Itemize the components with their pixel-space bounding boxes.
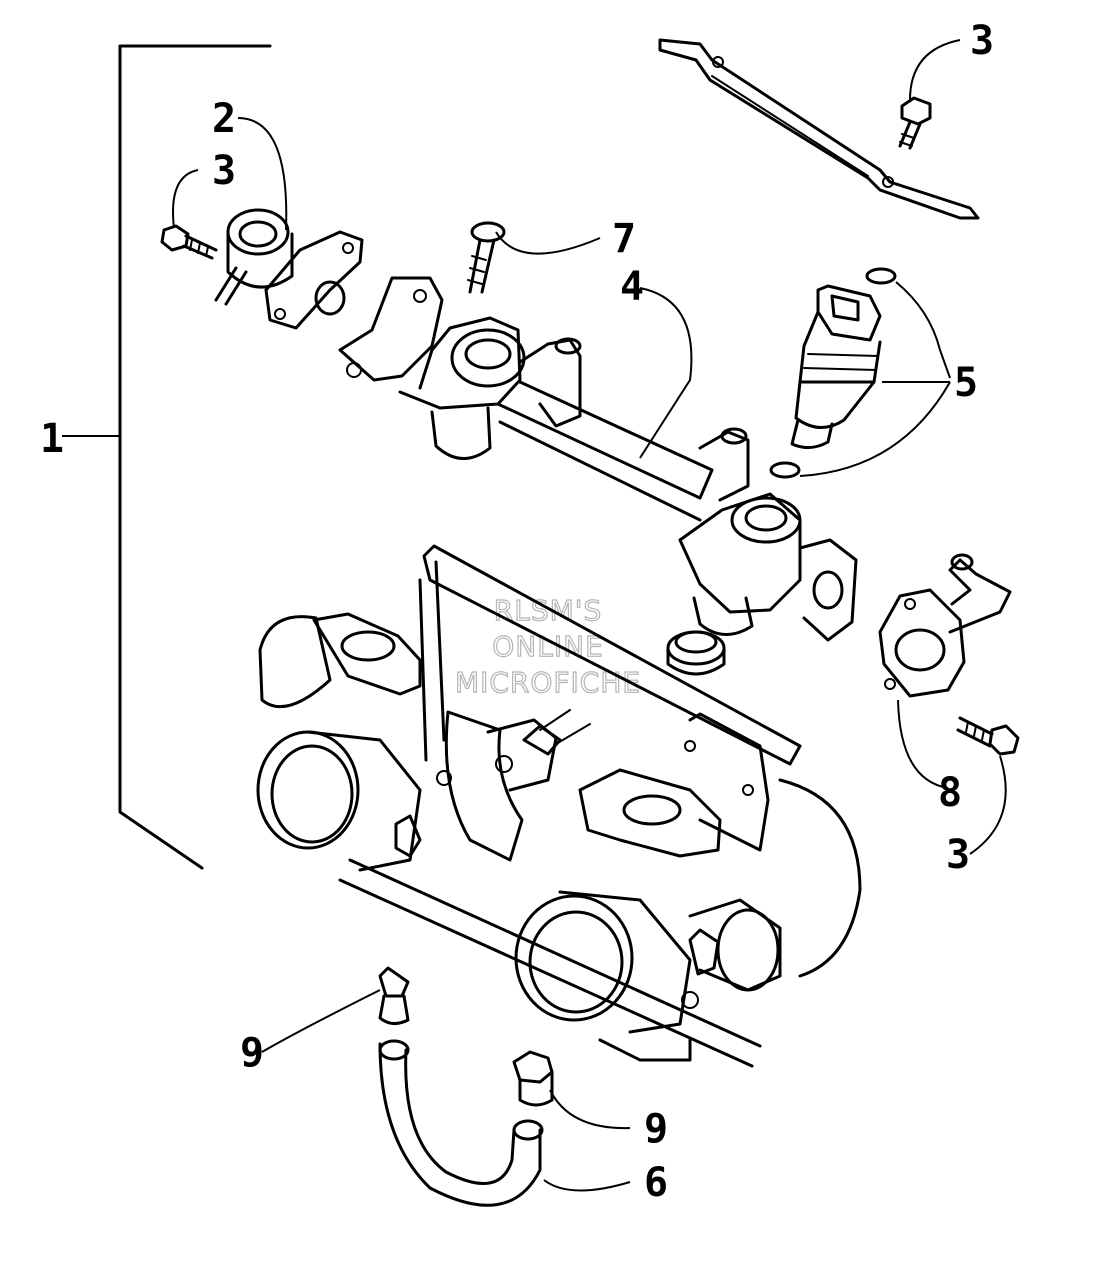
throttle-body: [256, 544, 862, 1068]
pressure-regulator: [214, 208, 364, 330]
fuel-injector: [769, 267, 897, 479]
bolt-regulator: [160, 224, 218, 260]
callout-2: 2: [212, 96, 236, 142]
callout-9-upper: 9: [240, 1030, 264, 1076]
leader-lines: [172, 39, 1007, 1192]
callout-3-sensor-bolt: 3: [946, 832, 970, 878]
callout-6: 6: [644, 1160, 668, 1206]
callout-9-lower: 9: [644, 1106, 668, 1152]
callout-3-bracket-bolt: 3: [970, 18, 994, 64]
bolt-sensor: [956, 716, 1020, 756]
callout-8: 8: [938, 770, 962, 816]
spacer-ring: [666, 630, 726, 676]
mounting-bracket: [658, 38, 980, 220]
callout-5: 5: [954, 360, 978, 406]
assembly-bracket: [62, 44, 272, 870]
hose: [378, 1039, 544, 1207]
callouts: 1 2 3 3 3 4 5 6 7 8 9 9: [40, 18, 994, 1206]
watermark: RLSM'S ONLINE MICROFICHE: [454, 593, 641, 699]
clamp-upper: [378, 966, 410, 1025]
callout-7: 7: [612, 216, 636, 262]
screw: [467, 221, 506, 294]
callout-4: 4: [620, 264, 644, 310]
callout-3-regulator-bolt: 3: [212, 148, 236, 194]
watermark-line-2: ONLINE: [492, 630, 603, 663]
callout-1: 1: [40, 416, 64, 462]
clamp-lower: [512, 1050, 554, 1107]
bolt-bracket: [898, 96, 932, 150]
fuel-rail: [338, 276, 858, 642]
watermark-line-3: MICROFICHE: [455, 666, 641, 699]
position-sensor: [878, 553, 1012, 698]
